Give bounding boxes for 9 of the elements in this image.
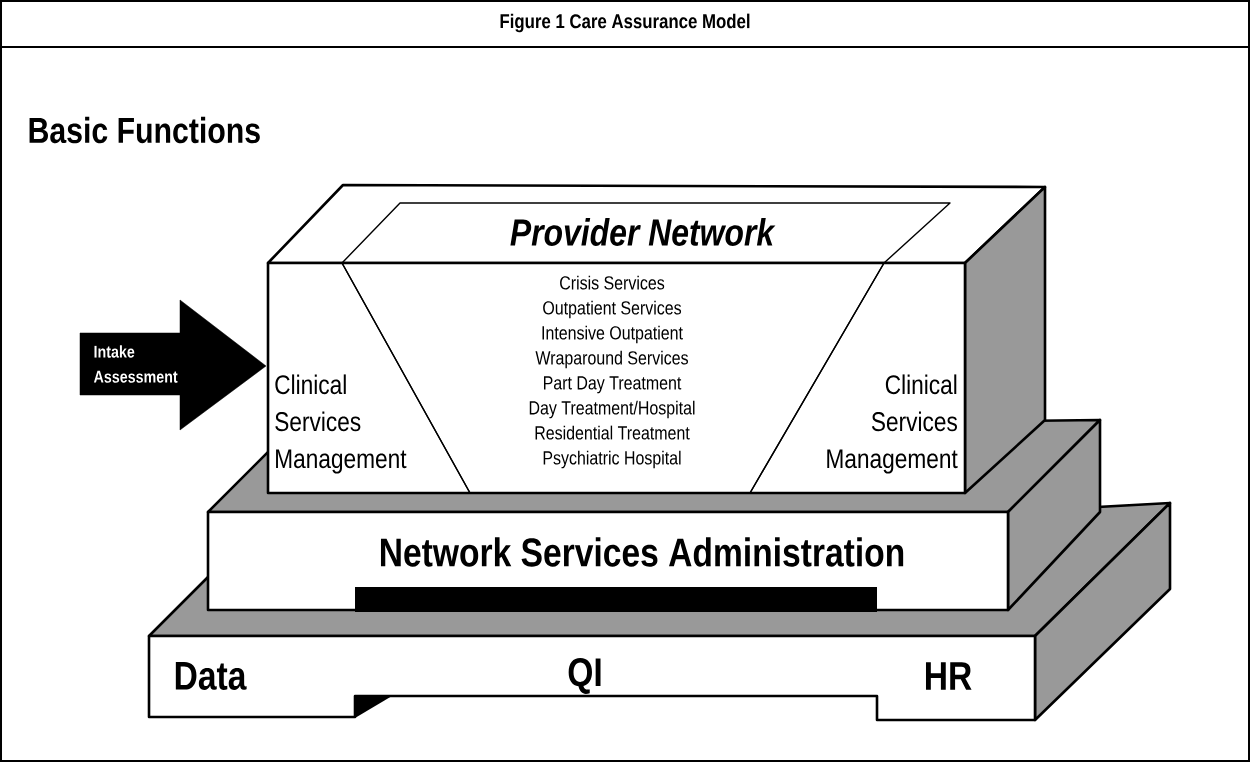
side-panel: Clinical Services Management [267, 262, 471, 494]
base-block: Data QI HR [147, 634, 1037, 722]
block-arrow [79, 299, 267, 431]
node-label: Network Services Administration [380, 537, 904, 567]
panel-top: Provider Network [341, 202, 951, 264]
edge-label: Intake Assessment [93, 345, 178, 383]
side-panel: Clinical Services Management [749, 262, 966, 494]
figure-title: Figure 1 Care Assurance Model [500, 13, 750, 33]
heading: Basic Functions [29, 116, 260, 144]
